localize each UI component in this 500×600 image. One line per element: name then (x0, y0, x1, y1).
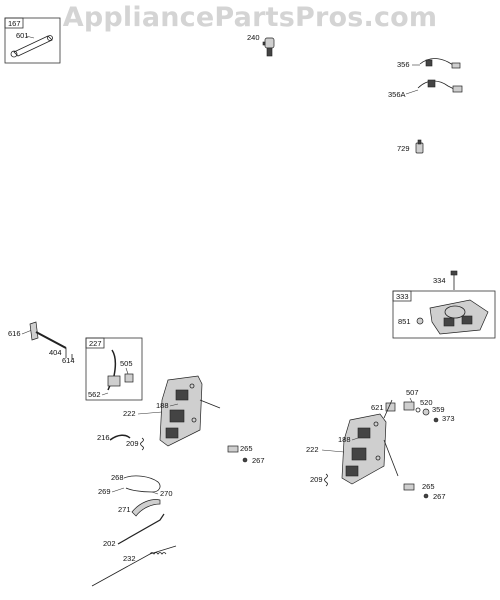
part-group-356[interactable]: 356 356A (388, 58, 463, 100)
callout-box-227 (85, 337, 143, 401)
part-group-227[interactable]: 227 505 562 (85, 337, 143, 401)
label-616: 616 (8, 329, 21, 338)
callout-box-333 (392, 290, 496, 339)
label-601: 601 (16, 31, 29, 40)
label-227: 227 (89, 339, 102, 348)
label-621: 621 (371, 403, 384, 412)
label-729: 729 (397, 144, 410, 153)
label-507: 507 (406, 388, 419, 397)
label-356: 356 (397, 60, 410, 69)
label-356A: 356A (388, 90, 406, 99)
part-333-assembly (429, 299, 489, 335)
part-729 (415, 142, 424, 154)
part-group-268[interactable]: 268 269 270 271 (98, 473, 173, 517)
callout-box-167-tab (4, 17, 24, 29)
label-202: 202 (103, 539, 116, 548)
part-group-333[interactable]: 333 851 (392, 290, 496, 339)
part-group-216[interactable]: 216 (97, 433, 131, 442)
part-507 (403, 401, 415, 411)
part-group-202[interactable]: 202 (103, 513, 165, 548)
part-356A-wire (417, 80, 457, 91)
label-505: 505 (120, 359, 133, 368)
label-188-left: 188 (156, 401, 169, 410)
label-222-right: 222 (306, 445, 319, 454)
part-240 (264, 37, 275, 49)
part-232-spring (149, 552, 167, 555)
part-group-265-left[interactable]: 265 267 (227, 444, 265, 465)
part-202-rod (117, 513, 165, 545)
part-209-spring-right (324, 473, 328, 487)
label-269: 269 (98, 487, 111, 496)
part-216 (109, 434, 131, 441)
label-562: 562 (88, 390, 101, 399)
label-265-left: 265 (240, 444, 253, 453)
label-267-left: 267 (252, 456, 265, 465)
part-232-rod (91, 545, 177, 587)
label-240: 240 (247, 33, 260, 42)
label-265-right: 265 (422, 482, 435, 491)
part-267-right (423, 493, 429, 499)
label-216: 216 (97, 433, 110, 442)
label-188-right: 188 (338, 435, 351, 444)
callout-box-167 (4, 17, 61, 64)
part-group-334[interactable]: 334 (433, 270, 458, 290)
label-373: 373 (442, 414, 455, 423)
part-356-wire (419, 58, 456, 67)
label-270: 270 (160, 489, 173, 498)
part-group-209-left[interactable]: 209 (126, 437, 144, 451)
watermark: AppliancePartsPros.com (62, 2, 438, 33)
part-265-left (227, 445, 239, 453)
label-271: 271 (118, 505, 131, 514)
label-520: 520 (420, 398, 433, 407)
label-209-right: 209 (310, 475, 323, 484)
label-851: 851 (398, 317, 411, 326)
label-614: 614 (62, 356, 75, 365)
part-616-lever (29, 321, 39, 341)
label-267-right: 267 (433, 492, 446, 501)
label-359: 359 (432, 405, 445, 414)
part-group-232[interactable]: 232 (91, 545, 177, 587)
part-268-cable (123, 475, 161, 493)
part-group-167[interactable]: 167 601 (4, 17, 61, 64)
part-group-507[interactable]: 507 621 520 359 373 (371, 388, 455, 423)
part-267-left (242, 457, 248, 463)
part-group-bracket-right[interactable]: 188 222 (306, 399, 399, 485)
callout-box-333-tab (392, 290, 412, 302)
label-333: 333 (396, 292, 409, 301)
part-group-265-right[interactable]: 265 267 (403, 482, 446, 501)
label-404: 404 (49, 348, 62, 357)
label-209-left: 209 (126, 439, 139, 448)
label-222-left: 222 (123, 409, 136, 418)
label-232: 232 (123, 554, 136, 563)
label-268: 268 (111, 473, 124, 482)
part-271 (131, 499, 161, 517)
label-167: 167 (8, 19, 21, 28)
callout-box-227-tab (85, 337, 105, 349)
part-209-spring-left (140, 437, 144, 451)
part-265-right (403, 483, 415, 491)
part-505 (124, 373, 134, 383)
part-group-bracket-left[interactable]: 188 222 (123, 375, 221, 447)
part-group-240[interactable]: 240 (247, 33, 275, 57)
label-334: 334 (433, 276, 446, 285)
part-group-209-right[interactable]: 209 (310, 473, 328, 487)
part-group-729[interactable]: 729 (397, 139, 424, 154)
part-group-616[interactable]: 616 404 614 (8, 321, 75, 365)
